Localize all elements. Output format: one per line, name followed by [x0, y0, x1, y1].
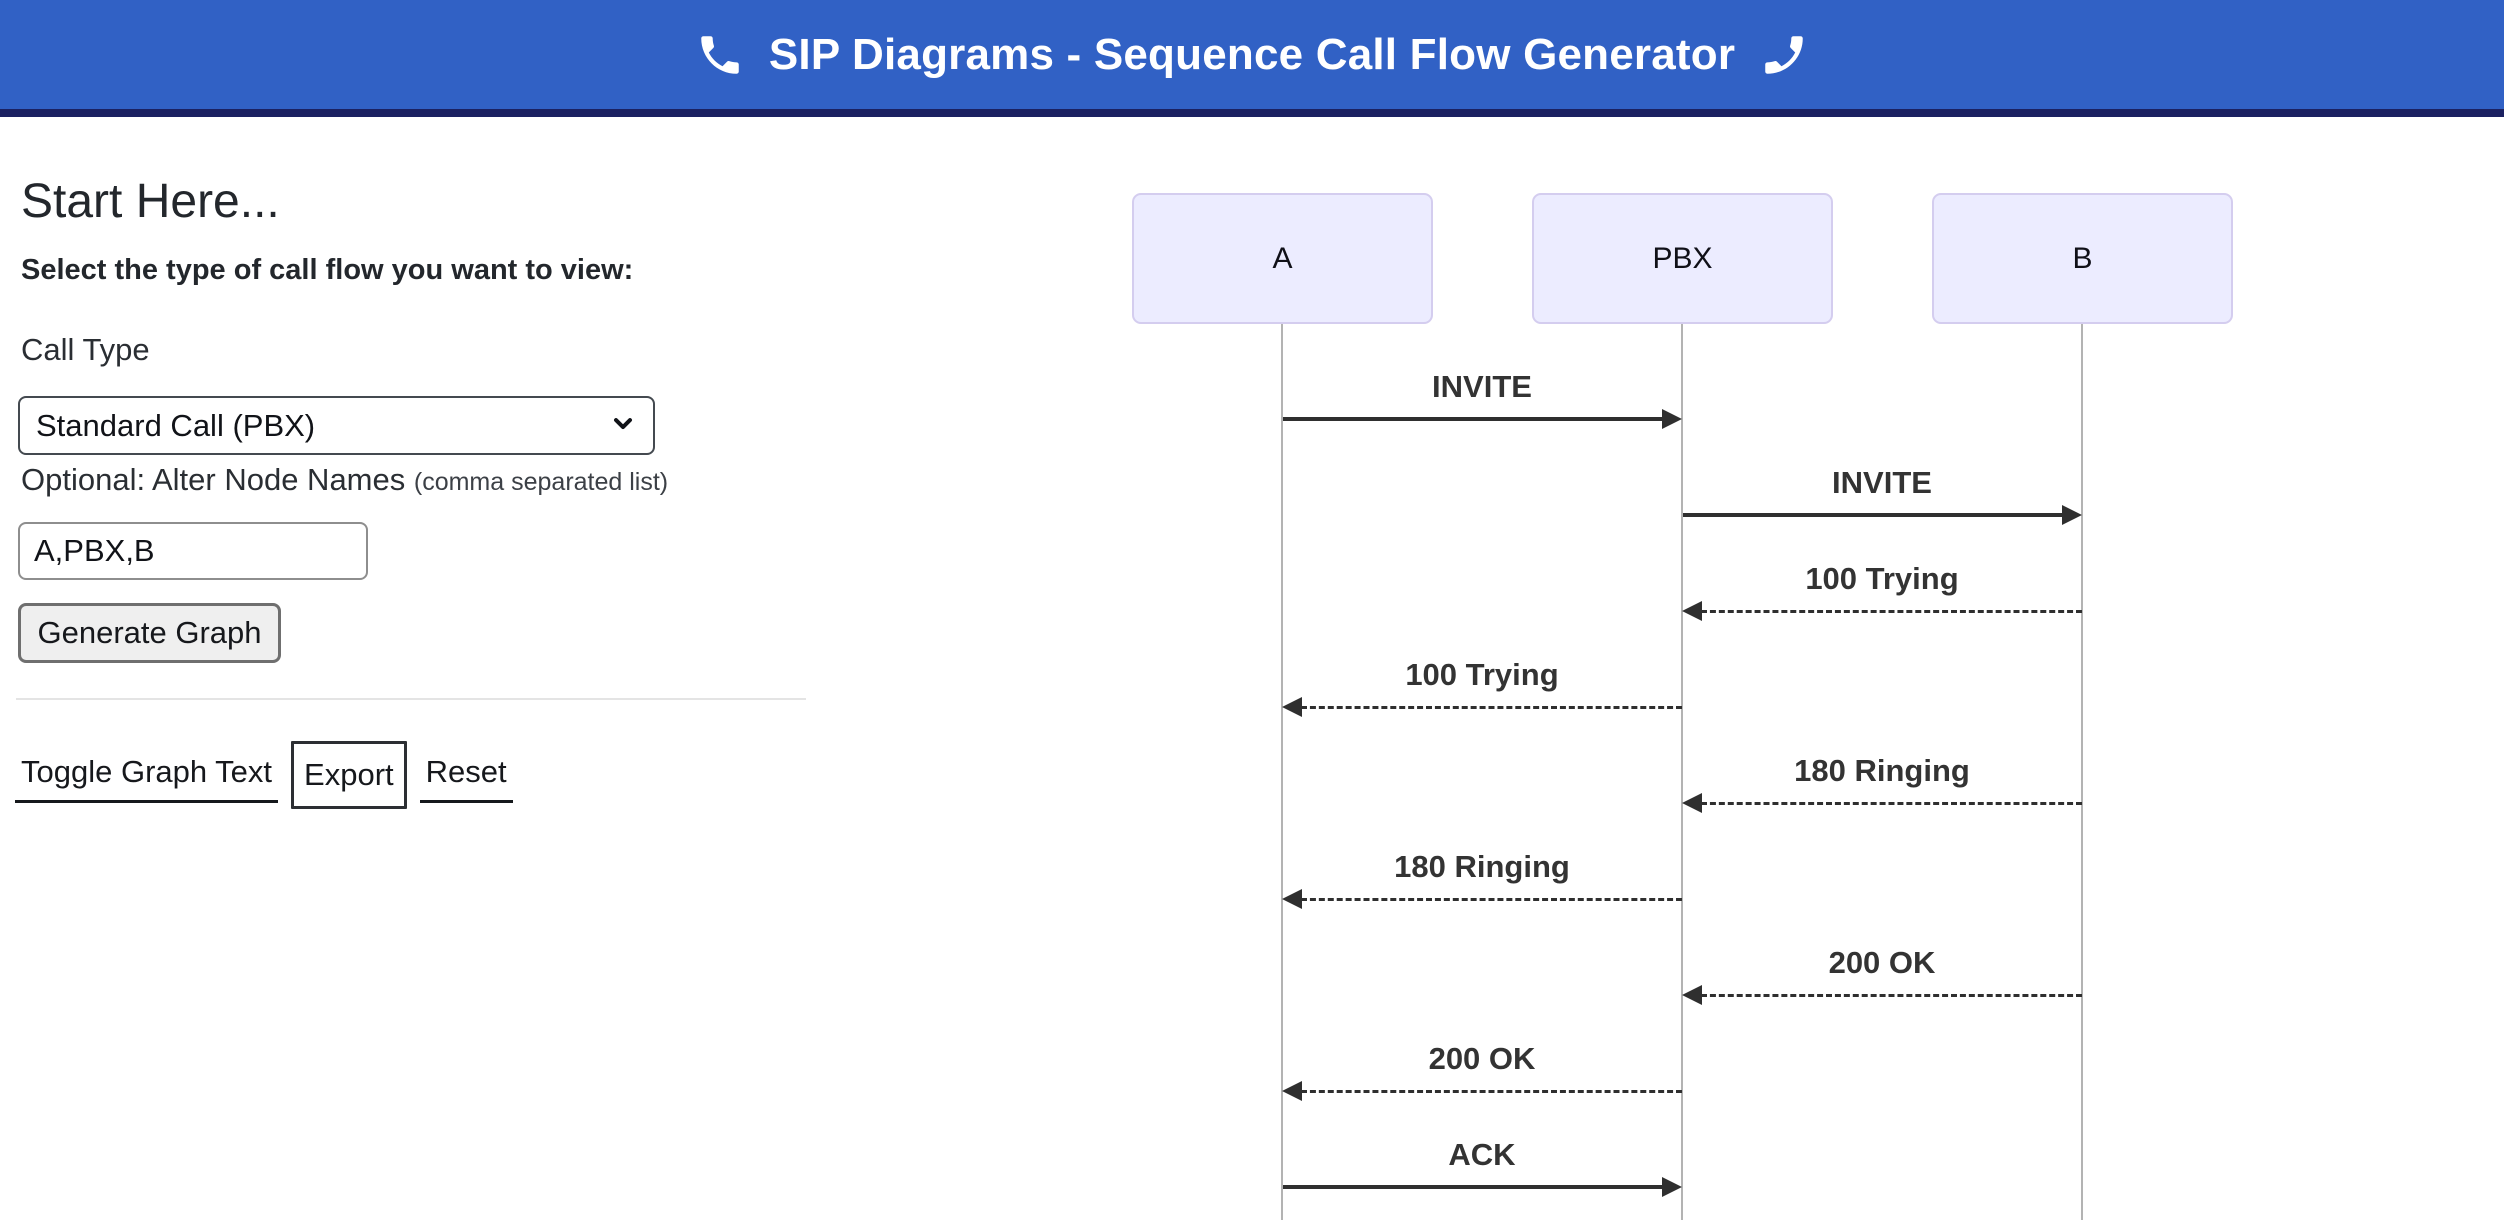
divider — [16, 698, 806, 700]
flow-type-prompt: Select the type of call flow you want to… — [21, 254, 634, 286]
arrow-line — [1701, 802, 2082, 805]
reset-button[interactable]: Reset — [419, 740, 513, 803]
arrow-line — [1301, 706, 1682, 709]
toggle-graph-text-button[interactable]: Toggle Graph Text — [15, 740, 279, 803]
lifeline-pbx — [1681, 320, 1683, 1220]
arrow-line — [1701, 610, 2082, 613]
export-button[interactable]: Export — [291, 741, 407, 809]
call-type-selected-value: Standard Call (PBX) — [36, 407, 316, 443]
generate-graph-button[interactable]: Generate Graph — [18, 603, 281, 663]
start-here-heading: Start Here... — [21, 175, 280, 228]
arrowhead-left-icon — [1682, 793, 1702, 813]
phone-icon — [695, 30, 745, 80]
phone-icon-mirrored — [1759, 30, 1809, 80]
arrow-line — [1283, 417, 1664, 421]
arrowhead-left-icon — [1282, 1081, 1302, 1101]
arrowhead-left-icon — [1682, 601, 1702, 621]
arrowhead-right-icon — [1662, 409, 1682, 429]
node-names-input[interactable] — [18, 522, 368, 580]
arrowhead-left-icon — [1282, 889, 1302, 909]
node-names-label: Optional: Alter Node Names (comma separa… — [21, 462, 669, 497]
arrowhead-left-icon — [1682, 985, 1702, 1005]
page-title: SIP Diagrams - Sequence Call Flow Genera… — [768, 29, 1736, 79]
arrow-line — [1301, 898, 1682, 901]
arrow-line — [1683, 513, 2064, 517]
actor-b: B — [1932, 193, 2233, 324]
arrowhead-left-icon — [1282, 697, 1302, 717]
call-type-label: Call Type — [21, 332, 150, 367]
chevron-down-icon — [609, 409, 637, 442]
arrow-line — [1301, 1090, 1682, 1093]
arrowhead-right-icon — [2062, 505, 2082, 525]
call-type-select[interactable]: Standard Call (PBX) — [18, 396, 655, 455]
arrow-line — [1283, 1185, 1664, 1189]
node-names-hint: (comma separated list) — [413, 468, 669, 496]
lifeline-a — [1281, 320, 1283, 1220]
arrow-line — [1701, 994, 2082, 997]
app-header: SIP Diagrams - Sequence Call Flow Genera… — [0, 0, 2504, 117]
actor-a: A — [1132, 193, 1433, 324]
graph-actions: Toggle Graph Text Export Reset — [15, 740, 513, 809]
lifeline-b — [2081, 320, 2083, 1220]
arrowhead-right-icon — [1662, 1177, 1682, 1197]
actor-pbx: PBX — [1532, 193, 1833, 324]
